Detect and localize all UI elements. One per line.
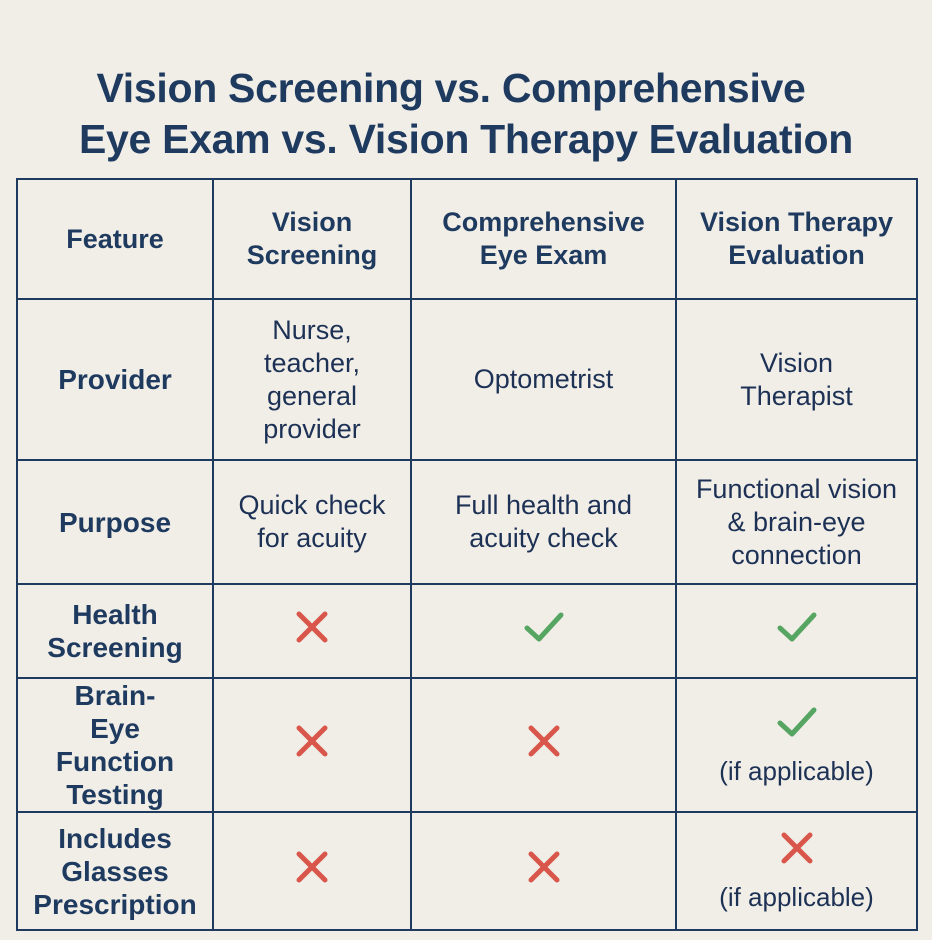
- table-cell: [212, 677, 412, 813]
- cell-content: Quick check for acuity: [226, 489, 398, 555]
- cell-text: Vision Therapist: [740, 347, 853, 411]
- table-cell: [410, 677, 677, 813]
- if-applicable-note: (if applicable): [719, 756, 874, 786]
- table-row-brain-eye-function-testing: Brain-Eye Function Testing (if applicabl…: [16, 677, 918, 813]
- cross-icon: [292, 723, 332, 767]
- cell-content: Nurse, teacher, general provider: [250, 314, 374, 446]
- row-label-provider: Provider: [16, 298, 214, 461]
- cross-icon: [292, 609, 332, 653]
- cell-text: Full health and acuity check: [454, 490, 633, 553]
- header-row: Feature Vision Screening Comprehensive E…: [16, 178, 918, 300]
- row-label-purpose: Purpose: [16, 459, 214, 585]
- title-line-2: Eye Exam vs. Vision Therapy Evaluation: [78, 116, 853, 163]
- table-cell: Vision Therapist: [675, 298, 918, 461]
- table-cell: Full health and acuity check: [410, 459, 677, 585]
- cell-content: Full health and acuity check: [436, 489, 651, 555]
- header-comprehensive-eye-exam: Comprehensive Eye Exam: [410, 178, 677, 300]
- cross-icon: [524, 723, 564, 767]
- table-row-provider: Provider Nurse, teacher, general provide…: [16, 298, 918, 461]
- table-cell: Quick check for acuity: [212, 459, 412, 585]
- cell-content: [416, 609, 671, 653]
- header-vision-screening: Vision Screening: [212, 178, 412, 300]
- comparison-table: Feature Vision Screening Comprehensive E…: [16, 178, 918, 931]
- table-cell: Functional vision & brain-eye connection: [675, 459, 918, 585]
- cross-icon: [524, 849, 564, 893]
- cell-content: [416, 723, 671, 767]
- table-cell: [675, 583, 918, 679]
- cell-content: [416, 849, 671, 893]
- cell-text: Quick check for acuity: [238, 490, 386, 553]
- cell-content: (if applicable): [681, 830, 912, 912]
- row-label-health-screening: Health Screening: [16, 583, 214, 679]
- row-label-includes-glasses-prescription: Includes Glasses Prescription: [16, 811, 214, 931]
- cell-content: Optometrist: [416, 363, 671, 396]
- table-cell: (if applicable): [675, 811, 918, 931]
- table-cell: Optometrist: [410, 298, 677, 461]
- header-feature: Feature: [16, 178, 214, 300]
- header-vision-therapy-evaluation: Vision Therapy Evaluation: [675, 178, 918, 300]
- cell-text: Functional vision & brain-eye connection: [695, 473, 898, 570]
- cell-content: [681, 609, 912, 653]
- table-cell: [410, 583, 677, 679]
- title-line-1: Vision Screening vs. Comprehensive: [96, 65, 806, 112]
- cross-icon: [292, 849, 332, 893]
- check-icon: [524, 609, 564, 653]
- table-cell: (if applicable): [675, 677, 918, 813]
- cell-content: (if applicable): [681, 704, 912, 786]
- cell-content: [218, 849, 406, 893]
- cell-text: Optometrist: [473, 364, 614, 394]
- check-icon: [777, 609, 817, 653]
- row-label-brain-eye-function-testing: Brain-Eye Function Testing: [16, 677, 214, 813]
- table-row-includes-glasses-prescription: Includes Glasses Prescription (if applic…: [16, 811, 918, 931]
- cell-content: [218, 723, 406, 767]
- cell-content: Functional vision & brain-eye connection: [691, 473, 902, 572]
- check-icon: [777, 704, 817, 748]
- table-cell: [410, 811, 677, 931]
- cell-content: Vision Therapist: [727, 347, 866, 413]
- table-cell: [212, 583, 412, 679]
- table-cell: Nurse, teacher, general provider: [212, 298, 412, 461]
- cell-text: Nurse, teacher, general provider: [263, 314, 361, 444]
- table-row-health-screening: Health Screening: [16, 583, 918, 679]
- cross-icon: [777, 830, 817, 874]
- cell-content: [218, 609, 406, 653]
- table-row-purpose: Purpose Quick check for acuity Full heal…: [16, 459, 918, 585]
- page-title: Vision Screening vs. Comprehensive Eye E…: [0, 63, 932, 165]
- if-applicable-note: (if applicable): [719, 882, 874, 912]
- table-cell: [212, 811, 412, 931]
